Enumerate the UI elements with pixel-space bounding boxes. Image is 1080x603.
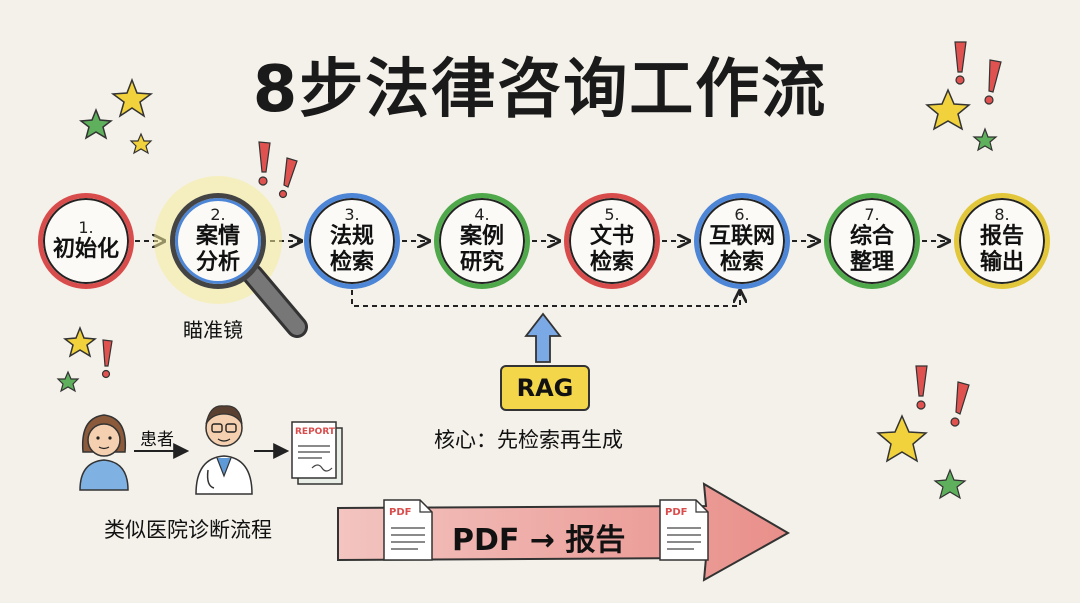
star-icon: [129, 132, 153, 155]
star-icon: [110, 77, 154, 118]
pdf-doc-label: PDF: [665, 507, 688, 518]
rag-badge: RAG: [500, 365, 590, 411]
step-label: 案情 分析: [195, 224, 240, 275]
step-2-case-analysis[interactable]: 2. 案情 分析: [170, 193, 266, 289]
patient-icon: [79, 414, 129, 491]
magnifier-label: 瞄准镜: [183, 318, 243, 342]
step-number: 3.: [344, 205, 360, 224]
step-number: 5.: [604, 205, 620, 224]
step-number: 6.: [734, 205, 750, 224]
step-label: 案例 研究: [459, 224, 504, 275]
step-4-case-research[interactable]: 4. 案例 研究: [434, 193, 530, 289]
step-5-document-search[interactable]: 5. 文书 检索: [564, 193, 660, 289]
star-icon: [62, 325, 98, 358]
doctor-icon: [195, 405, 253, 495]
step-7-synthesis[interactable]: 7. 综合 整理: [824, 193, 920, 289]
patient-arrow-label: 患者: [140, 430, 174, 450]
exclamation-icon: [101, 41, 1002, 427]
step-label: 初始化: [52, 237, 119, 262]
pdf-icon: [383, 499, 433, 561]
up-arrow-icon: [524, 312, 562, 363]
pdf-icon: [659, 499, 709, 561]
star-icon: [972, 127, 998, 152]
rag-caption: 核心：先检索再生成: [434, 428, 623, 452]
star-icon: [56, 370, 80, 393]
star-icon: [925, 88, 971, 131]
star-icon: [78, 107, 114, 140]
step-number: 7.: [864, 205, 880, 224]
page-title: 8步法律咨询工作流: [252, 53, 828, 127]
step-label: 文书 检索: [589, 224, 634, 275]
star-icon: [933, 468, 967, 500]
step-number: 4.: [474, 205, 490, 224]
step-label: 法规 检索: [329, 224, 374, 275]
report-doc-label: REPORT: [295, 427, 335, 437]
step-3-law-search[interactable]: 3. 法规 检索: [304, 193, 400, 289]
pdf-doc-label: PDF: [389, 507, 412, 518]
step-number: 8.: [994, 205, 1010, 224]
report-icon: [291, 421, 343, 485]
step-8-report-output[interactable]: 8. 报告 输出: [954, 193, 1050, 289]
analogy-caption: 类似医院诊断流程: [104, 518, 272, 542]
step-label: 综合 整理: [849, 224, 894, 275]
rag-loop-line: [351, 290, 740, 307]
star-icon: [876, 414, 928, 463]
pdf-flow-text: PDF → 报告: [452, 523, 626, 558]
step-label: 报告 输出: [979, 224, 1024, 275]
step-6-internet-search[interactable]: 6. 互联网 检索: [694, 193, 790, 289]
step-number: 1.: [78, 218, 94, 237]
step-number: 2.: [210, 205, 226, 224]
step-1-initialize[interactable]: 1. 初始化: [38, 193, 134, 289]
step-label: 互联网 检索: [708, 224, 775, 275]
